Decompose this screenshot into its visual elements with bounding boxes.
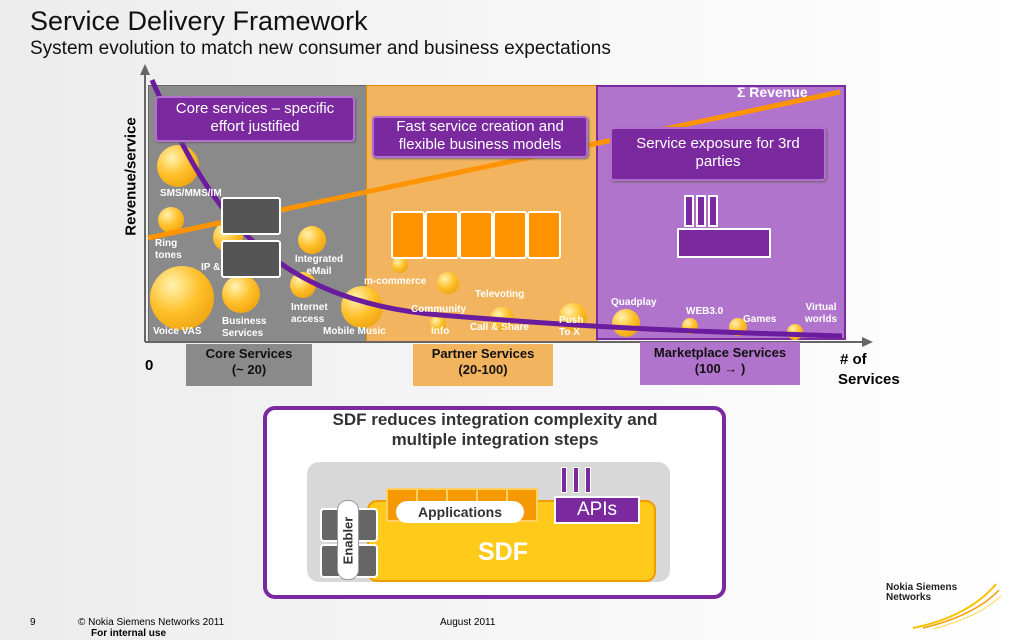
revenue-label: Σ Revenue [737,84,808,100]
sdf-heading-line2: multiple integration steps [391,430,599,449]
core-block-top [221,197,281,235]
partner-block-4 [493,211,527,259]
logo-swoosh-icon [912,583,1002,630]
category-partner-title: Partner Services [431,346,535,361]
slide-subtitle: System evolution to match new consumer a… [30,38,611,59]
label-ip: IP & [201,262,221,273]
revenue-per-service-curve [149,78,843,339]
sdf-api-pins-icon [561,467,595,493]
bubble-integrated [298,226,326,254]
label-virtual: Virtual worlds [804,302,838,325]
y-axis-arrow [140,64,150,75]
sdf-label: SDF [478,538,528,566]
category-market: Marketplace Services (100 → ) [640,342,800,385]
partner-block-2 [425,211,459,259]
applications-pill: Applications [396,501,524,523]
label-mcommerce: m-commerce [364,276,427,287]
category-market-count: (100 → ) [694,361,746,376]
bubble-business [222,275,260,313]
bubble-info [430,316,446,332]
bubble-community [437,272,459,294]
company-logo: Nokia Siemens Networks [868,576,1003,631]
label-info: Info [431,326,450,337]
slide-title: Service Delivery Framework [30,6,368,36]
y-axis-label: Revenue/service [122,117,140,236]
label-web3: WEB3.0 [686,306,724,317]
bubble-ring [158,207,184,233]
internal-use: For internal use [91,628,167,639]
bubble-voice [150,266,214,330]
label-mobile-music: Mobile Music [323,326,386,337]
label-televoting: Televoting [475,289,525,300]
label-ring: Ring tones [155,238,182,261]
category-core-title: Core Services [205,346,293,361]
label-internet: Internet access [291,302,328,325]
logo-text-1: Nokia Siemens [886,582,958,593]
label-push: Push To X [559,315,584,338]
sdf-heading-line1: SDF reduces integration complexity and [332,410,658,429]
x-axis-arrow [862,337,873,347]
label-voice: Voice VAS [153,326,202,337]
copyright: © Nokia Siemens Networks 2011 [78,617,225,628]
logo-text-2: Networks [886,592,932,603]
api-pins-icon [684,195,720,227]
label-callshare: Call & Share [470,322,529,333]
partner-block-1 [391,211,425,259]
apis-box: APIs [554,496,640,524]
callout-partner: Fast service creation and flexible busin… [372,116,588,158]
category-core: Core Services (~ 20) [186,344,312,386]
partner-block-3 [459,211,493,259]
category-partner: Partner Services (20-100) [413,344,553,386]
page-number: 9 [30,617,36,628]
label-community: Community [411,304,466,315]
bubble-quadplay [612,309,640,337]
callout-core: Core services – specific effort justifie… [155,96,355,142]
footer-date: August 2011 [440,617,496,628]
axis-zero: 0 [145,357,154,374]
api-platform-icon [677,228,771,258]
x-axis-label-1: # of [840,351,867,368]
bubble-mcommerce [392,257,408,273]
category-market-title: Marketplace Services [653,345,787,360]
callout-exposure: Service exposure for 3rd parties [610,127,826,181]
enabler-block [318,500,378,580]
x-axis-label-2: Services [838,371,900,388]
category-core-count: (~ 20) [231,362,267,377]
label-integrated: Integrated eMail [294,254,344,277]
enabler-label: Enabler [340,516,356,565]
partner-block-5 [527,211,561,259]
label-quadplay: Quadplay [611,297,657,308]
core-block-bottom [221,240,281,278]
label-business: Business Services [222,316,267,339]
sdf-heading: SDF reduces integration complexity and m… [270,410,720,450]
category-partner-count: (20-100) [458,362,508,377]
label-games: Games [743,314,777,325]
label-sms: SMS/MMS/IM [160,188,222,199]
